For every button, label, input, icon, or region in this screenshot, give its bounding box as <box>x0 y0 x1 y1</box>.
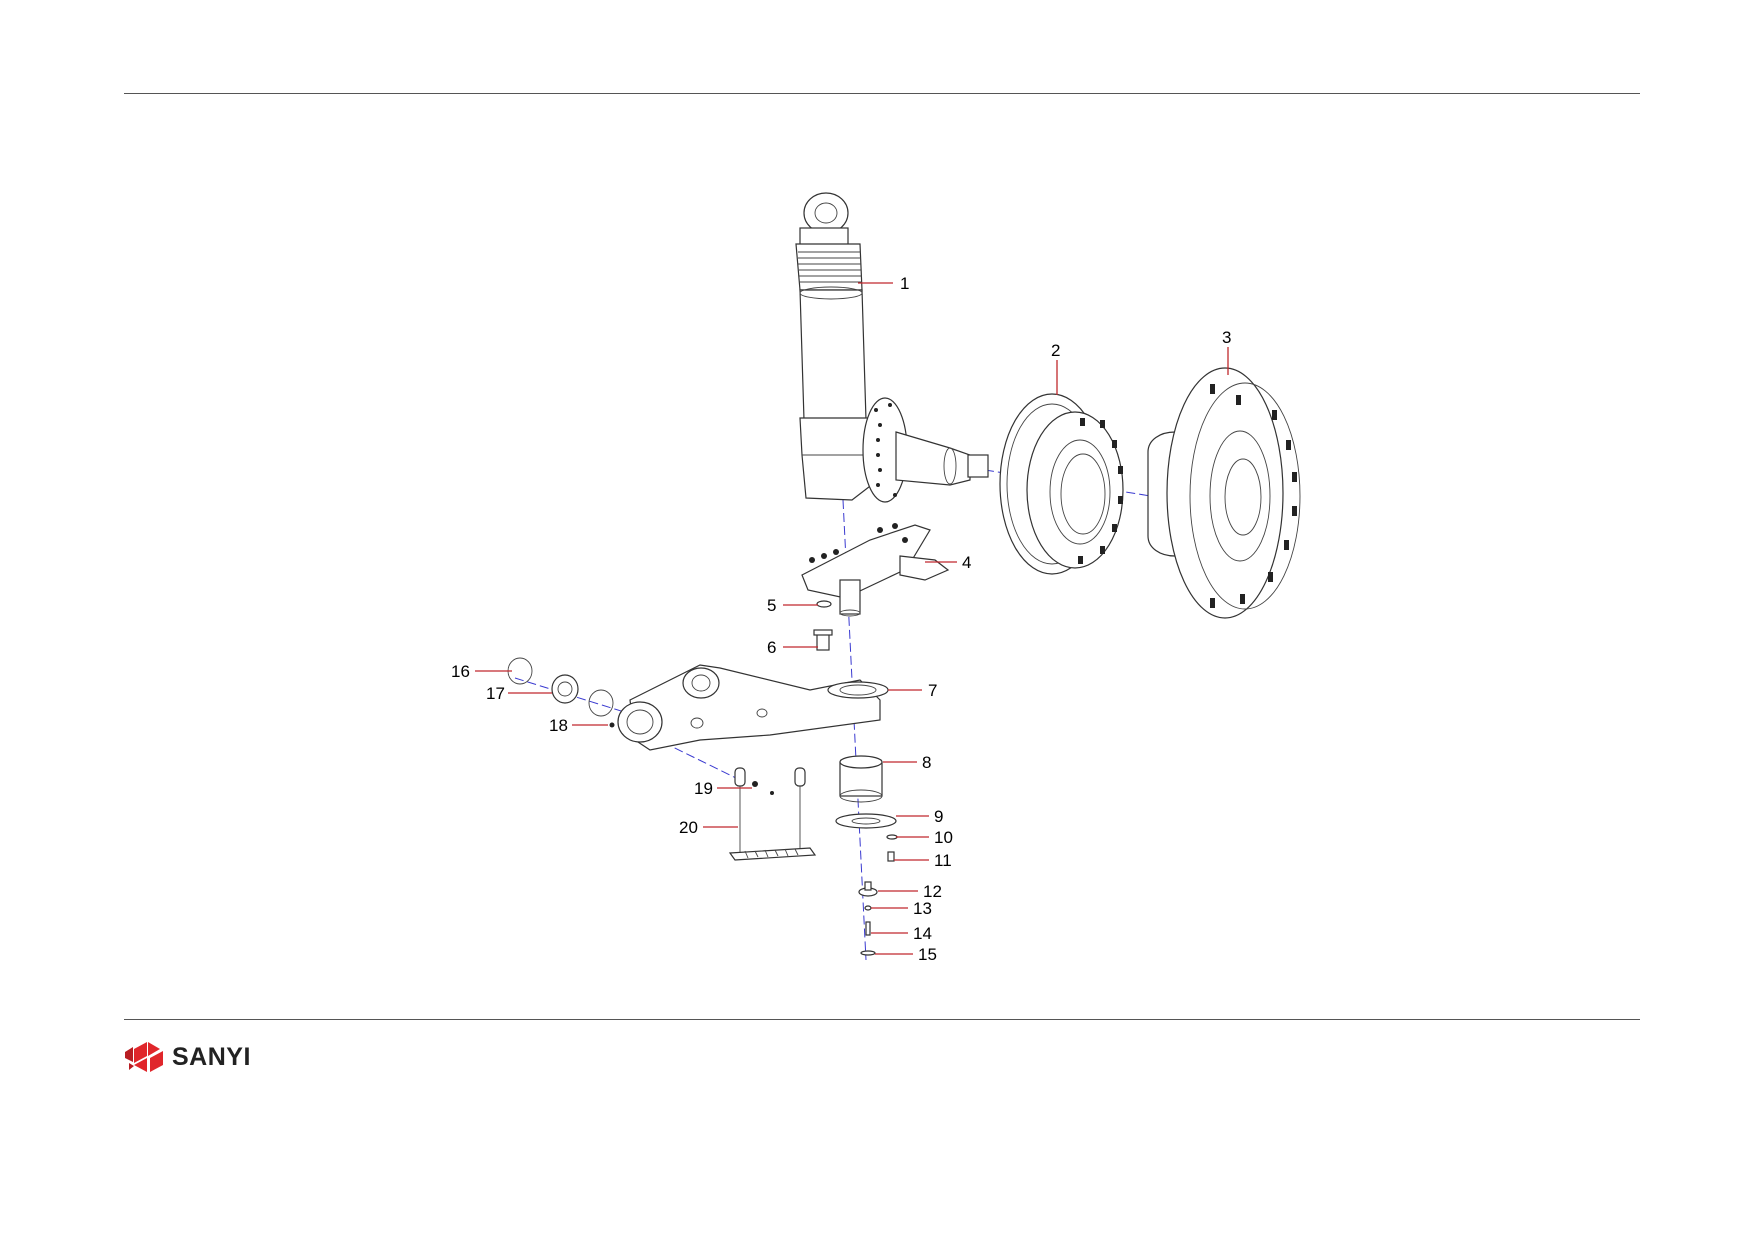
part-2-brake-ring <box>999 393 1124 575</box>
part-9-disc-plate <box>835 813 897 829</box>
callout-4: 4 <box>962 553 971 572</box>
callout-11: 11 <box>934 851 952 870</box>
sanyi-logo-icon <box>125 1042 163 1072</box>
part-6-bolt <box>813 629 833 651</box>
callout-16: 16 <box>451 662 470 681</box>
part-10-washer <box>886 834 898 840</box>
part-19-pin <box>752 781 774 795</box>
callout-14: 14 <box>913 924 932 943</box>
part-16-circlip-second <box>588 689 614 717</box>
callout-3: 3 <box>1222 328 1231 347</box>
footer-rule <box>124 1019 1640 1020</box>
part-8-bushing <box>839 755 883 803</box>
callout-15: 15 <box>918 945 937 964</box>
callout-19: 19 <box>694 779 713 798</box>
callout-7: 7 <box>928 681 937 700</box>
callout-8: 8 <box>922 753 931 772</box>
part-3-wheel-hub <box>1147 367 1301 619</box>
callout-20: 20 <box>679 818 698 837</box>
part-17-bearing <box>551 674 579 704</box>
callout-5: 5 <box>767 596 776 615</box>
part-18-grease-fitting <box>609 722 615 728</box>
callout-13: 13 <box>913 899 932 918</box>
callout-9: 9 <box>934 807 943 826</box>
callout-numbers: 1 2 3 4 5 6 7 8 9 10 11 12 13 14 15 16 1… <box>451 274 1231 964</box>
part-7-suspension-arm <box>617 664 889 751</box>
callout-10: 10 <box>934 828 953 847</box>
part-13-washer <box>864 905 872 911</box>
part-14-pin <box>865 921 871 936</box>
part-15-plate <box>860 950 876 956</box>
header-rule <box>124 93 1640 94</box>
part-12-flange-nut <box>858 881 878 897</box>
part-1-strut-cylinder <box>795 192 989 503</box>
callout-2: 2 <box>1051 341 1060 360</box>
callout-18: 18 <box>549 716 568 735</box>
callout-6: 6 <box>767 638 776 657</box>
callout-17: 17 <box>486 684 505 703</box>
callout-1: 1 <box>900 274 909 293</box>
part-20-step-ladder <box>728 767 817 861</box>
callout-12: 12 <box>923 882 942 901</box>
part-5-washer <box>816 600 832 608</box>
brand-name: SANYI <box>172 1043 251 1071</box>
part-11-bolt <box>887 851 895 862</box>
leader-lines <box>475 282 1229 955</box>
